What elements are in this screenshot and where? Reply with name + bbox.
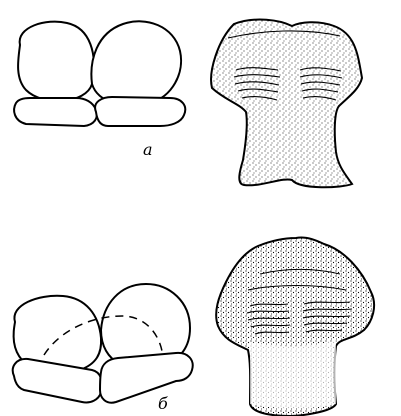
panel-a-outline-sketch: [14, 21, 185, 126]
panel-b-stippled-cell: [216, 237, 374, 416]
left-upper-lobe: [18, 22, 94, 101]
left-lower-cell: [14, 98, 97, 126]
panel-a-stippled-cell: [211, 20, 362, 188]
right-lower-cell: [95, 97, 185, 126]
right-upper-lobe: [91, 21, 181, 105]
panel-b-label: б: [158, 394, 168, 413]
panel-b-outline-sketch: [13, 284, 193, 403]
panel-b-lower-band: [250, 340, 336, 409]
panel-a-label: а: [143, 140, 153, 159]
right-lower-cell: [100, 353, 193, 403]
panel-a-cell-body: [211, 20, 362, 188]
